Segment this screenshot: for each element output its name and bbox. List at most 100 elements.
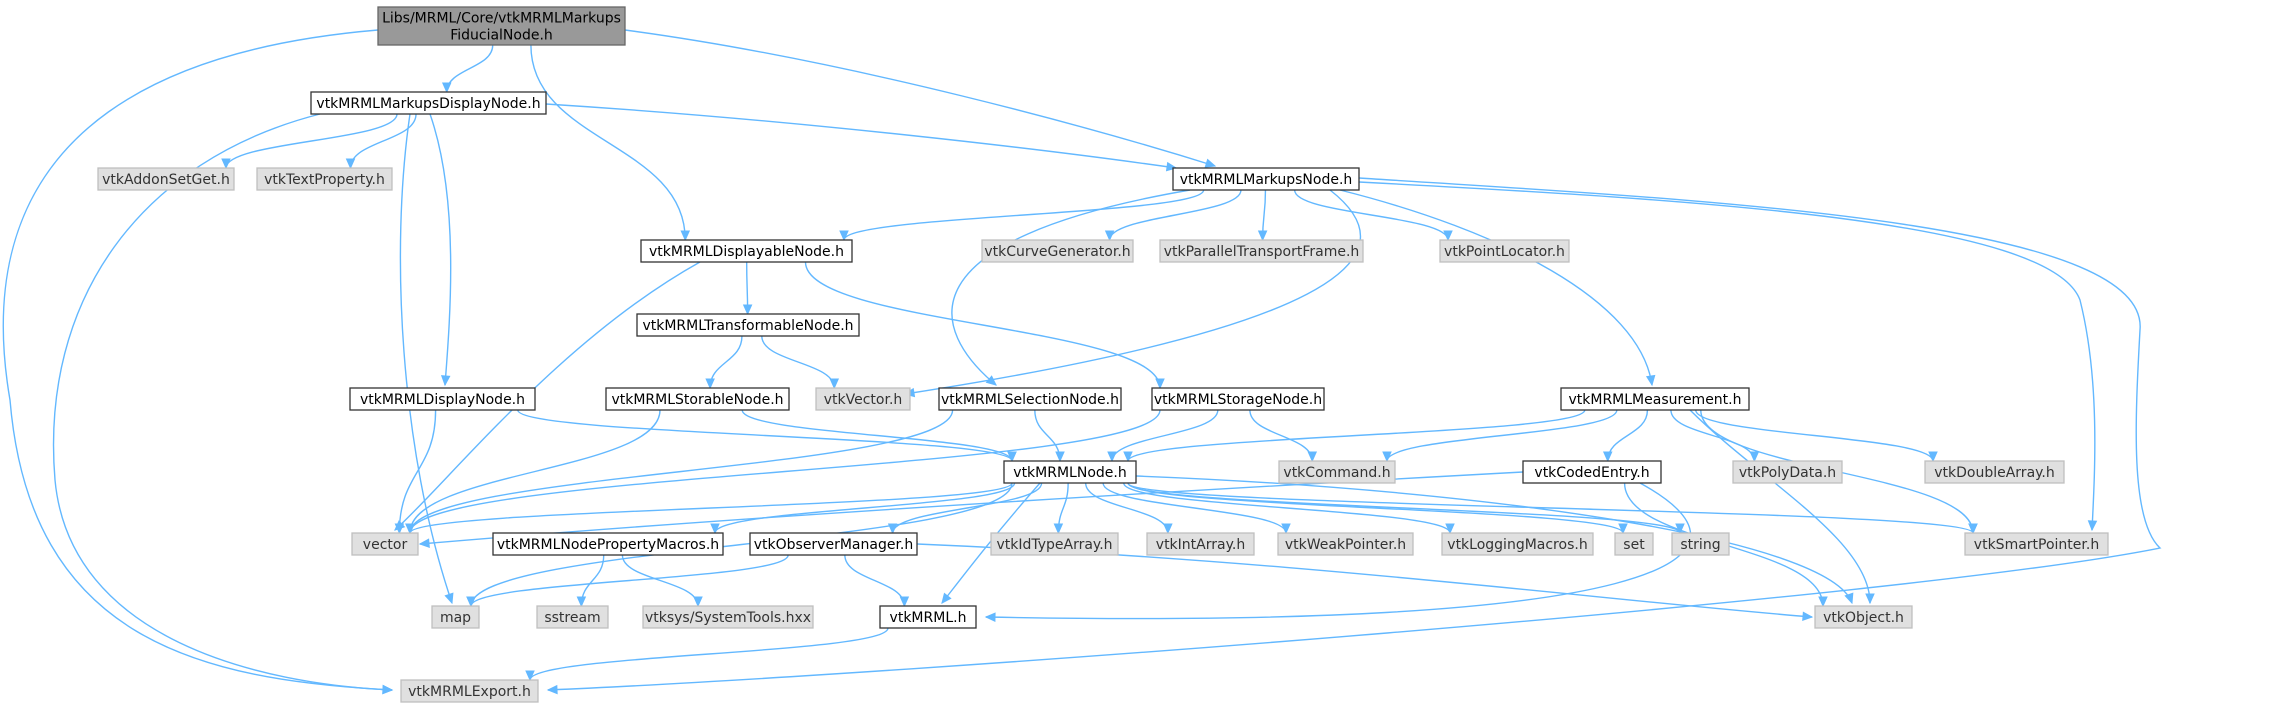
edge-selection-to-vector <box>405 409 954 535</box>
edge-mrmlNode-to-logging <box>1123 482 1455 535</box>
edge-line <box>1249 409 1313 462</box>
node-curveGen: vtkCurveGenerator.h <box>981 239 1134 263</box>
node-transformable[interactable]: vtkMRMLTransformableNode.h <box>636 313 860 337</box>
edge-arrowhead <box>525 670 535 682</box>
node-export: vtkMRMLExport.h <box>400 679 539 703</box>
node-label: vtkVector.h <box>824 392 903 408</box>
node-pointLocator: vtkPointLocator.h <box>1439 239 1570 263</box>
edge-arrowhead <box>1055 451 1065 463</box>
node-label: vtkMRML.h <box>890 610 967 626</box>
node-addonSetGet: vtkAddonSetGet.h <box>97 167 235 191</box>
node-box <box>351 532 419 556</box>
edge-line <box>398 409 437 534</box>
edge-line <box>761 335 835 389</box>
edge-arrowhead <box>546 684 558 695</box>
edge-arrowhead <box>985 375 997 386</box>
edge-markupsDisplay-to-addonSetGet <box>221 113 398 170</box>
edge-line <box>941 482 1041 604</box>
node-box <box>1964 532 2109 556</box>
edge-arrowhead <box>440 375 451 387</box>
edge-arrowhead <box>1163 523 1173 535</box>
node-root[interactable]: Libs/MRML/Core/vtkMRMLMarkupsFiducialNod… <box>377 6 626 46</box>
edge-measurement-to-polyData <box>1670 409 1760 463</box>
edge-line <box>225 113 398 169</box>
edge-arrowhead <box>1204 158 1217 168</box>
edge-arrowhead <box>576 596 587 608</box>
node-markupsDisplay[interactable]: vtkMRMLMarkupsDisplayNode.h <box>310 91 547 115</box>
node-displayable[interactable]: vtkMRMLDisplayableNode.h <box>640 239 853 263</box>
node-vtkMRMLh[interactable]: vtkMRML.h <box>879 605 977 629</box>
node-systools: vtksys/SystemTools.hxx <box>642 605 814 629</box>
edge-arrowhead <box>345 158 356 170</box>
edge-storage-to-mrmlNode <box>1107 409 1219 463</box>
edge-markupsDisplay-to-map <box>399 113 454 605</box>
edge-line <box>409 409 954 534</box>
edge-markupsNode-to-pointLocator <box>1293 189 1453 242</box>
edge-codedEntry-to-vtkMRMLh <box>984 482 1692 622</box>
node-measurement[interactable]: vtkMRMLMeasurement.h <box>1560 387 1750 411</box>
edge-mrmlNode-to-intArray <box>1084 482 1173 535</box>
node-mrmlNode[interactable]: vtkMRMLNode.h <box>1003 460 1137 484</box>
node-box <box>990 532 1119 556</box>
edge-line <box>714 482 1016 534</box>
node-label: vtkMRMLSelectionNode.h <box>941 392 1119 408</box>
edge-arrowhead <box>1165 161 1178 172</box>
node-map: map <box>431 605 480 629</box>
node-propMacros[interactable]: vtkMRMLNodePropertyMacros.h <box>492 532 724 556</box>
edge-arrowhead <box>1602 451 1613 463</box>
edge-mrmlNode-to-smartPtr <box>1127 482 1978 535</box>
edge-mrmlNode-to-idType <box>1053 482 1069 535</box>
edge-arrowhead <box>1053 523 1064 535</box>
edge-storable-to-vector <box>405 409 661 535</box>
edge-markupsDisplay-to-textProperty <box>345 113 417 170</box>
node-label: Libs/MRML/Core/vtkMRMLMarkups <box>382 11 621 27</box>
edge-root-to-markupsDisplay <box>441 44 494 94</box>
edge-line <box>470 554 789 607</box>
node-storable[interactable]: vtkMRMLStorableNode.h <box>605 387 790 411</box>
edge-markupsDisplay-to-displayNode <box>429 113 452 387</box>
edge-arrowhead <box>1865 593 1875 605</box>
edge-transformable-to-storable <box>705 335 743 390</box>
node-markupsNode[interactable]: vtkMRMLMarkupsNode.h <box>1172 167 1360 191</box>
edge-arrowhead <box>1928 451 1938 463</box>
edge-arrowhead <box>899 596 910 608</box>
edge-arrowhead <box>839 230 849 242</box>
nodes-layer: Libs/MRML/Core/vtkMRMLMarkupsFiducialNod… <box>97 6 2109 703</box>
edge-line <box>429 113 452 386</box>
edge-line <box>409 409 1161 534</box>
edge-arrowhead <box>1445 523 1455 535</box>
node-label: vtkMRMLNode.h <box>1013 465 1126 481</box>
node-intArray: vtkIntArray.h <box>1146 532 1255 556</box>
node-label: vtkMRMLDisplayNode.h <box>360 392 525 408</box>
node-box <box>536 605 609 629</box>
node-box <box>1441 532 1594 556</box>
edge-line <box>1607 409 1649 462</box>
node-box <box>642 605 814 629</box>
edge-measurement-to-command <box>1382 409 1618 463</box>
node-box <box>1003 460 1137 484</box>
node-codedEntry[interactable]: vtkCodedEntry.h <box>1522 460 1662 484</box>
edge-displayNode-to-mrmlNode <box>517 409 1017 463</box>
node-label: FiducialNode.h <box>450 28 553 44</box>
node-box <box>1146 532 1255 556</box>
edge-line <box>52 113 393 691</box>
node-sstream: sstream <box>536 605 609 629</box>
edge-line <box>1695 409 1934 462</box>
edge-arrowhead <box>693 596 703 608</box>
edge-line <box>547 177 2162 691</box>
edge-markupsNode-to-selection <box>951 189 1191 386</box>
edge-markupsDisplay-to-markupsNode <box>545 103 1178 172</box>
node-box <box>1159 239 1364 263</box>
node-observer[interactable]: vtkObserverManager.h <box>749 532 918 556</box>
node-box <box>815 387 911 411</box>
node-displayNode[interactable]: vtkMRMLDisplayNode.h <box>349 387 536 411</box>
node-label: vtkMRMLMarkupsNode.h <box>1180 172 1353 188</box>
node-storage[interactable]: vtkMRMLStorageNode.h <box>1151 387 1325 411</box>
edge-root-to-markupsNode <box>624 29 1217 168</box>
edge-arrowhead <box>221 158 231 170</box>
node-label: vtkCodedEntry.h <box>1534 465 1649 481</box>
node-label: vtkMRMLMeasurement.h <box>1568 392 1741 408</box>
edge-line <box>409 409 661 534</box>
node-selection[interactable]: vtkMRMLSelectionNode.h <box>938 387 1122 411</box>
edge-mrmlNode-to-propMacros <box>710 482 1016 535</box>
